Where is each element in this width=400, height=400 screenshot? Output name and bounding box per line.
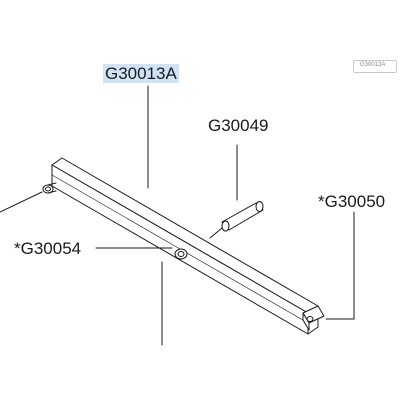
pin-part[interactable]	[221, 201, 264, 232]
main-bar-part[interactable]	[51, 157, 319, 335]
callout-label-end-fitting[interactable]: *G30050	[318, 192, 386, 211]
leader-line-left-pin	[0, 191, 43, 213]
end-fitting-part[interactable]	[302, 305, 325, 331]
callout-label-pin[interactable]: G30049	[208, 116, 269, 135]
selection-chip-text: G30013A	[360, 62, 386, 68]
axis-line-pin	[209, 227, 223, 239]
callout-label-bushing[interactable]: *G30054	[14, 239, 82, 258]
selection-chip: G30013A	[353, 60, 397, 73]
callout-label-main-bar[interactable]: G30013A	[103, 64, 179, 83]
bushing-part[interactable]	[174, 248, 188, 260]
left-end-pin[interactable]	[42, 182, 57, 194]
